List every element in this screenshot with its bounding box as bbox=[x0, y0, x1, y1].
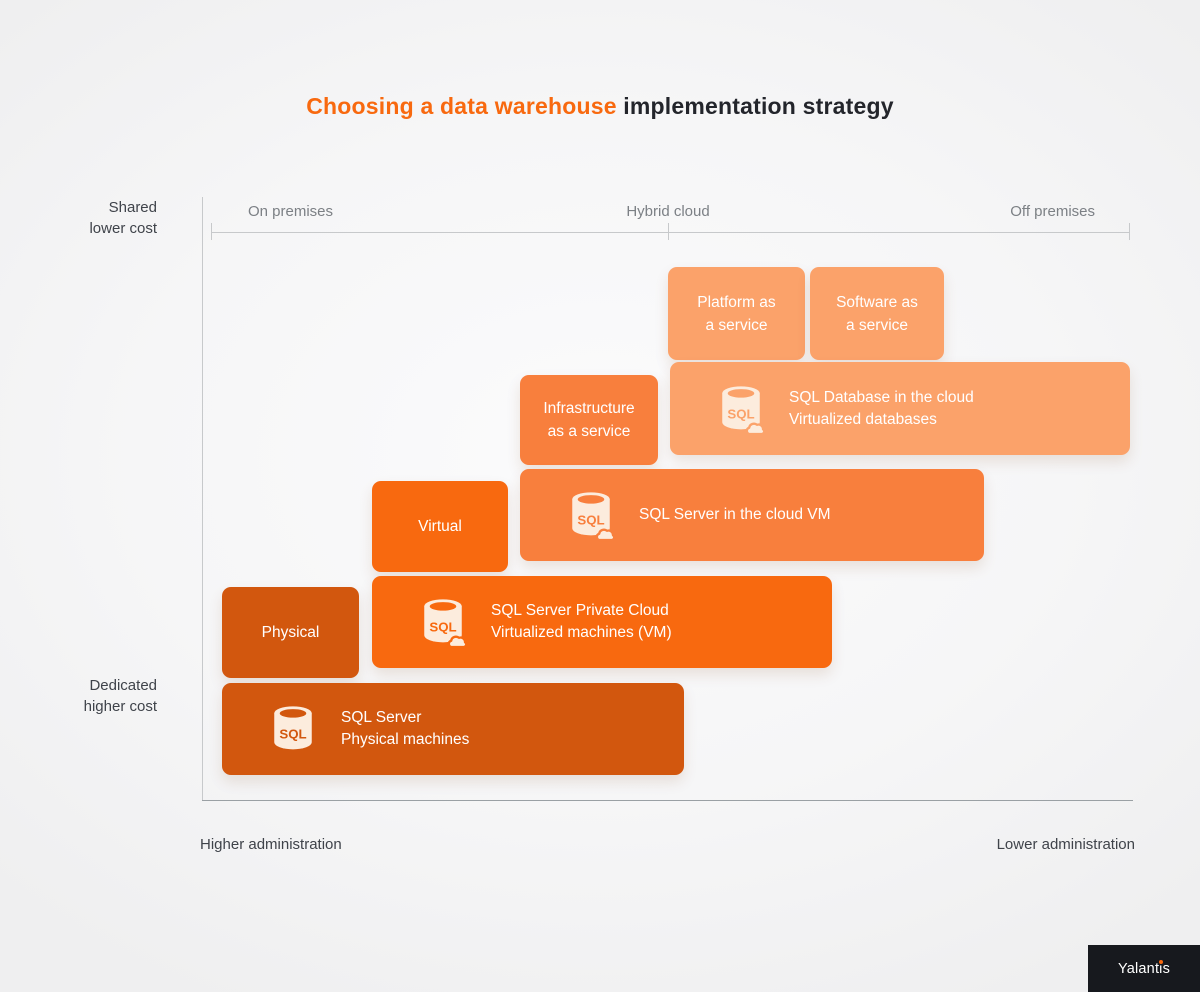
x-axis-line bbox=[202, 800, 1133, 801]
box-platform-as-a-service: Platform as a service bbox=[668, 267, 805, 360]
y-axis-line bbox=[202, 197, 203, 801]
svg-text:SQL: SQL bbox=[429, 619, 456, 634]
y-axis-label-dedicated: Dedicated higher cost bbox=[83, 677, 157, 715]
yalantis-logo-text: Yalantis bbox=[1117, 960, 1171, 977]
yalantis-logo-dot bbox=[1159, 960, 1163, 964]
box-sql-server-physical-machines: SQL SQL Server Physical machines bbox=[222, 683, 684, 775]
box-infrastructure-as-a-service: Infrastructure as a service bbox=[520, 375, 658, 465]
x-axis-label-lower-administration: Lower administration bbox=[996, 836, 1135, 853]
sql-database-cloud-icon: SQL bbox=[716, 382, 766, 436]
sql-database-cloud-icon: SQL bbox=[566, 488, 616, 542]
ruler-tick-off-premises bbox=[1129, 223, 1130, 240]
top-ruler-line: On premises Hybrid cloud Off premises bbox=[211, 203, 1130, 240]
box-software-as-a-service: Software as a service bbox=[810, 267, 944, 360]
yalantis-logo: Yalantis bbox=[1088, 945, 1200, 992]
box-physical: Physical bbox=[222, 587, 359, 678]
box-sql-database-in-the-cloud: SQL SQL Database in the cloud Virtualize… bbox=[670, 362, 1130, 455]
box-sql-server-in-the-cloud-vm: SQL SQL Server in the cloud VM bbox=[520, 469, 984, 561]
svg-text:SQL: SQL bbox=[727, 406, 754, 421]
sql-database-cloud-icon: SQL bbox=[418, 595, 468, 649]
ruler-tick-hybrid-cloud bbox=[668, 223, 669, 240]
ruler-label-hybrid-cloud: Hybrid cloud bbox=[626, 203, 710, 220]
svg-text:SQL: SQL bbox=[279, 726, 306, 741]
x-axis-label-higher-administration: Higher administration bbox=[200, 836, 342, 853]
box-sql-server-private-cloud: SQL SQL Server Private Cloud Virtualized… bbox=[372, 576, 832, 668]
page-title-rest: implementation strategy bbox=[616, 93, 894, 119]
sql-database-icon: SQL bbox=[268, 702, 318, 756]
ruler-tick-on-premises bbox=[211, 223, 212, 240]
page-title-accent: Choosing a data warehouse bbox=[306, 93, 617, 119]
ruler-label-on-premises: On premises bbox=[248, 203, 334, 220]
page-title: Choosing a data warehouse implementation… bbox=[0, 93, 1200, 120]
y-axis-label-shared: Shared lower cost bbox=[89, 199, 157, 237]
ruler-label-off-premises: Off premises bbox=[1010, 203, 1095, 220]
box-virtual: Virtual bbox=[372, 481, 508, 572]
svg-text:SQL: SQL bbox=[577, 512, 604, 527]
